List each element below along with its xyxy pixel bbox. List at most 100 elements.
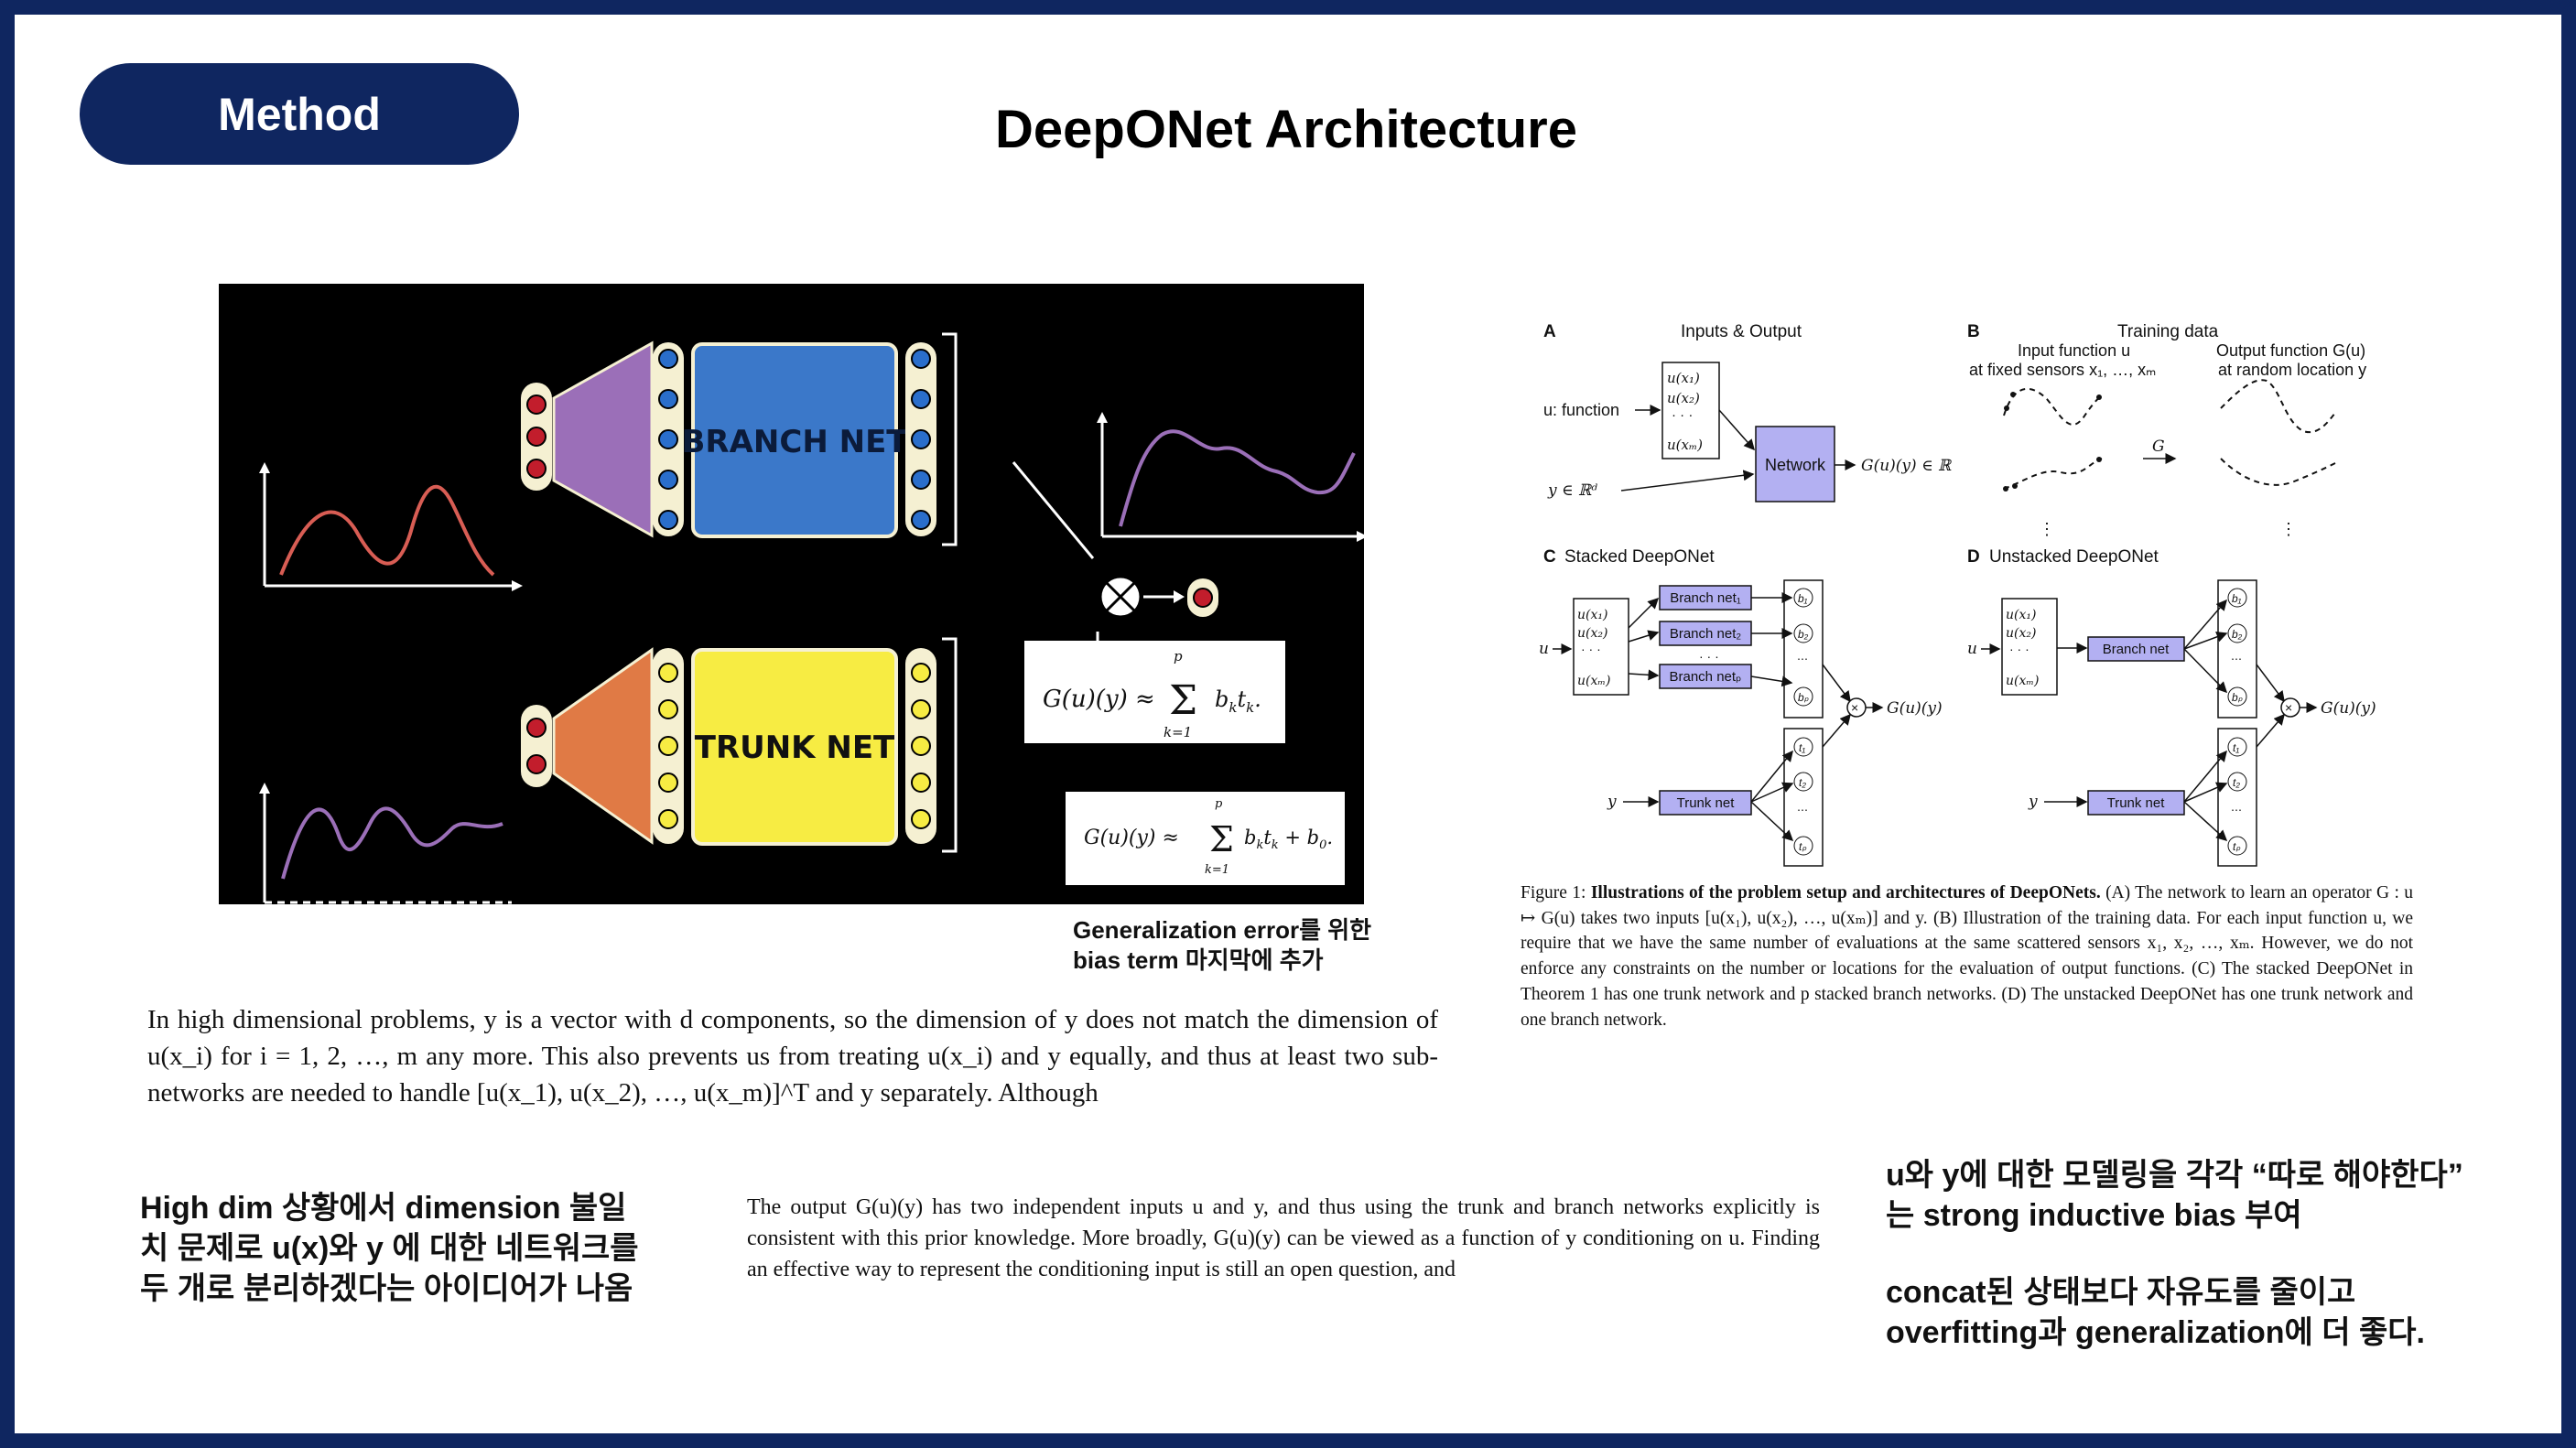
panel-a-title: Inputs & Output <box>1681 322 1802 341</box>
input-label-2: FIXED SENSORS <box>254 428 513 460</box>
y-rd-label: y ∈ ℝᵈ <box>1547 481 1597 500</box>
note-left: High dim 상황에서 dimension 불일 치 문제로 u(x)와 y… <box>140 1188 726 1309</box>
svg-text:u(xₘ): u(xₘ) <box>2006 674 2039 688</box>
formula-box-2 <box>1066 792 1345 885</box>
paper-excerpt-2: The output G(u)(y) has two independent i… <box>747 1192 1820 1285</box>
svg-text:⋯: ⋯ <box>2231 653 2242 665</box>
bias-annotation: Generalization error를 위한 bias term 마지막에 … <box>1073 915 1371 976</box>
c-u-label: u <box>1539 640 1549 658</box>
svg-text:· · ·: · · · <box>1699 649 1719 664</box>
b-output-line-1: Output function G(u) <box>2216 341 2365 360</box>
slide-title-text: DeepONet Architecture <box>994 100 1578 159</box>
b-output-curve-1 <box>2220 379 2336 434</box>
formula-2-lhs: G(u)(y) ≈ <box>1084 827 1179 849</box>
note-right-b: concat된 상태보다 자유도를 줄이고 overfitting과 gener… <box>1886 1272 2545 1353</box>
svg-text:p: p <box>1174 648 1183 665</box>
c-branch-net-p-label: Branch netₚ <box>1670 669 1742 685</box>
video-frame: INPUT FUNCTION AT FIXED SENSORS DESIRED … <box>219 284 1376 904</box>
d-trunk-net-label: Trunk net <box>2107 795 2166 811</box>
caption-bold: Illustrations of the problem setup and a… <box>1590 883 2101 902</box>
svg-text:×: × <box>2285 700 2292 715</box>
svg-text:u(x₂): u(x₂) <box>1667 390 1700 406</box>
svg-text:b₂: b₂ <box>2232 628 2243 641</box>
note-right-a-line-2: 는 strong inductive bias 부여 <box>1886 1198 2302 1233</box>
formula-2-sum: Σ <box>1209 819 1234 859</box>
output-location-plot <box>259 783 512 904</box>
branch-hidden-column <box>653 342 684 536</box>
b-output-line-2: at random location y <box>2218 361 2366 379</box>
c-trunk-net-label: Trunk net <box>1677 795 1736 811</box>
d-g-output: G(u)(y) <box>2321 699 2376 718</box>
section-pill: Method <box>80 63 519 165</box>
slide: Method DeepONet Architecture INPUT FUNCT… <box>15 15 2561 1433</box>
caption-text: (A) The network to learn an operator G :… <box>1521 883 2413 1030</box>
svg-text:⋮: ⋮ <box>2039 520 2055 538</box>
c-sensor-box <box>1573 598 1629 696</box>
d-sensor-box <box>2001 598 2058 696</box>
b-output-curve-2 <box>2220 458 2336 486</box>
output-location-label-1: DESIRED OUTPUT <box>254 708 536 740</box>
output-field-plot <box>1097 412 1368 542</box>
g-output-a: G(u)(y) ∈ ℝ <box>1861 457 1953 475</box>
trunk-bracket <box>942 637 958 853</box>
trunk-funnel <box>552 647 654 845</box>
svg-text:⋯: ⋯ <box>1797 653 1808 665</box>
b-input-curve-2 <box>2003 458 2103 490</box>
svg-text:t₁: t₁ <box>2233 741 2239 754</box>
formula-1-sum: Σ <box>1169 677 1197 724</box>
panel-b-label: B <box>1967 322 1980 341</box>
svg-text:u(x₁): u(x₁) <box>1667 370 1700 386</box>
d-trunk-net <box>2087 790 2185 816</box>
svg-text:b₁: b₁ <box>1798 592 1808 605</box>
b-input-line-1: Input function u <box>2018 341 2130 360</box>
formula-box-1 <box>1024 641 1285 743</box>
svg-text:· · ·: · · · <box>1672 407 1693 423</box>
branch-funnel <box>552 340 654 538</box>
c-g-output: G(u)(y) <box>1887 699 1943 718</box>
paper-excerpt-1: In high dimensional problems, y is a vec… <box>147 1001 1438 1111</box>
trunk-net-box <box>691 648 898 846</box>
c-branch-net-2-label: Branch net₂ <box>1670 626 1742 642</box>
b-input-line-2: at fixed sensors x₁, …, xₘ <box>1969 361 2156 379</box>
panel-d-label: D <box>1967 547 1980 567</box>
branch-net-label: BRANCH NET <box>682 424 909 460</box>
section-label: Method <box>218 88 381 140</box>
svg-text:k=1: k=1 <box>1205 863 1229 877</box>
panel-d-title: Unstacked DeepONet <box>1989 547 2159 567</box>
svg-text:tₚ: tₚ <box>2233 840 2241 853</box>
svg-text:×: × <box>1851 700 1858 715</box>
slide-title: DeepONet Architecture <box>15 99 2561 160</box>
trunk-input-column <box>521 705 552 787</box>
branch-input-column <box>521 383 552 491</box>
svg-text:t₁: t₁ <box>1799 741 1805 754</box>
svg-text:· · ·: · · · <box>1581 642 1601 656</box>
network-label: Network <box>1765 456 1826 474</box>
svg-text:t₂: t₂ <box>1799 776 1806 789</box>
branch-to-product-arrow <box>1012 461 1095 559</box>
network-box <box>1755 426 1835 502</box>
figure-1-diagram: A Inputs & Output u: function u(x₁) u(x₂… <box>1539 322 2376 867</box>
note-right-a-line-1: u와 y에 대한 모델링을 각각 “따로 해야한다” <box>1886 1158 2463 1193</box>
paper-excerpt-1-text: In high dimensional problems, y is a vec… <box>147 1005 1438 1108</box>
note-right-b-line-2: overfitting과 generalization에 더 좋다. <box>1886 1315 2426 1350</box>
g-operator-label: G <box>2152 438 2165 456</box>
note-right-b-line-1: concat된 상태보다 자유도를 줄이고 <box>1886 1275 2356 1310</box>
svg-text:t₂: t₂ <box>2233 776 2240 789</box>
branch-output-column <box>905 342 936 536</box>
svg-text:u(x₂): u(x₂) <box>2006 626 2036 641</box>
panel-b-title: Training data <box>2117 322 2219 341</box>
output-field-label-2: FIELD <box>1246 602 1338 634</box>
svg-text:bₚ: bₚ <box>2232 691 2244 704</box>
panel-c-label: C <box>1543 547 1556 567</box>
svg-text:tₚ: tₚ <box>1799 840 1807 853</box>
svg-text:bₚ: bₚ <box>1798 691 1810 704</box>
c-y-label: y <box>1607 793 1617 811</box>
panel-c-title: Stacked DeepONet <box>1564 547 1715 567</box>
caption-label: Figure 1: <box>1521 883 1586 902</box>
svg-text:u(x₁): u(x₁) <box>1577 608 1607 622</box>
c-branch-net-1-label: Branch net₁ <box>1670 590 1741 606</box>
branch-bracket <box>942 332 958 546</box>
panel-a-label: A <box>1543 322 1556 341</box>
svg-text:· · ·: · · · <box>2009 642 2029 656</box>
svg-text:u(xₘ): u(xₘ) <box>1667 437 1703 453</box>
